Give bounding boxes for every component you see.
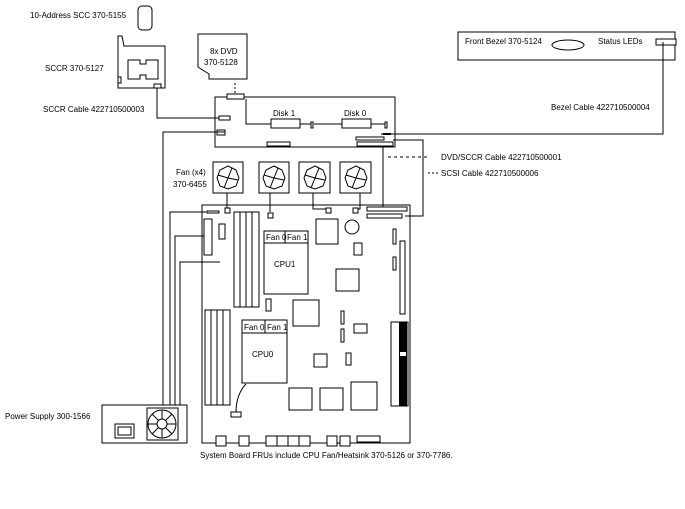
disk-0 bbox=[341, 118, 372, 129]
sccr-cable-label: SCCR Cable 422710500003 bbox=[43, 105, 145, 114]
fan-icon bbox=[258, 161, 290, 194]
cpu0: Fan 0 Fan 1 CPU0 bbox=[241, 319, 288, 384]
status-leds-label: Status LEDs bbox=[598, 37, 642, 46]
power-supply-label: Power Supply 300-1566 bbox=[5, 412, 91, 421]
cpu1-label: CPU1 bbox=[274, 260, 296, 269]
fan-part: 370-6455 bbox=[173, 180, 207, 189]
svg-text:Fan 0: Fan 0 bbox=[266, 233, 287, 242]
scc-card bbox=[137, 5, 153, 31]
disk-1-label: Disk 1 bbox=[273, 109, 296, 118]
fan-icon bbox=[339, 161, 372, 194]
scsi-cable-label: SCSI Cable 422710500006 bbox=[441, 169, 539, 178]
scsi-cable-2 bbox=[393, 139, 424, 217]
scc-label: 10-Address SCC 370-5155 bbox=[30, 11, 127, 20]
pci-slots bbox=[390, 321, 409, 407]
memory-slots-upper bbox=[233, 211, 260, 308]
front-bezel: Front Bezel 370-5124 Status LEDs bbox=[457, 31, 677, 61]
dvd-drive: 8x DVD 370-5128 bbox=[197, 33, 248, 80]
disk-1 bbox=[270, 118, 301, 129]
bezel-cable bbox=[381, 42, 664, 135]
caption: System Board FRUs include CPU Fan/Heatsi… bbox=[200, 451, 453, 460]
drive-cage: Disk 1 Disk 0 bbox=[214, 93, 396, 148]
dvd-part: 370-5128 bbox=[204, 58, 238, 67]
svg-text:Fan 1: Fan 1 bbox=[287, 233, 308, 242]
status-leds bbox=[655, 38, 677, 46]
fan-icon bbox=[298, 161, 331, 194]
disk-0-label: Disk 0 bbox=[344, 109, 367, 118]
front-bezel-label: Front Bezel 370-5124 bbox=[465, 37, 542, 46]
cpu0-label: CPU0 bbox=[252, 350, 274, 359]
fan-icon bbox=[212, 161, 244, 194]
power-supply bbox=[101, 404, 188, 444]
bezel-cable-label: Bezel Cable 422710500004 bbox=[551, 103, 650, 112]
svg-text:Fan 1: Fan 1 bbox=[267, 323, 288, 332]
sccr-label: SCCR 370-5127 bbox=[45, 64, 104, 73]
system-board: Fan 0 Fan 1 CPU1 Fan 0 Fan 1 CPU0 bbox=[201, 204, 411, 447]
fan-icon bbox=[146, 407, 179, 441]
fan-label: Fan (x4) bbox=[176, 168, 206, 177]
svg-text:Fan 0: Fan 0 bbox=[244, 323, 265, 332]
sccr-board bbox=[117, 35, 166, 89]
memory-slots-lower bbox=[204, 309, 231, 406]
cpu1: Fan 0 Fan 1 CPU1 bbox=[263, 230, 309, 295]
dvd-sccr-cable-label: DVD/SCCR Cable 422710500001 bbox=[441, 153, 562, 162]
sccr-cable bbox=[156, 88, 219, 119]
dvd-label: 8x DVD bbox=[210, 47, 238, 56]
